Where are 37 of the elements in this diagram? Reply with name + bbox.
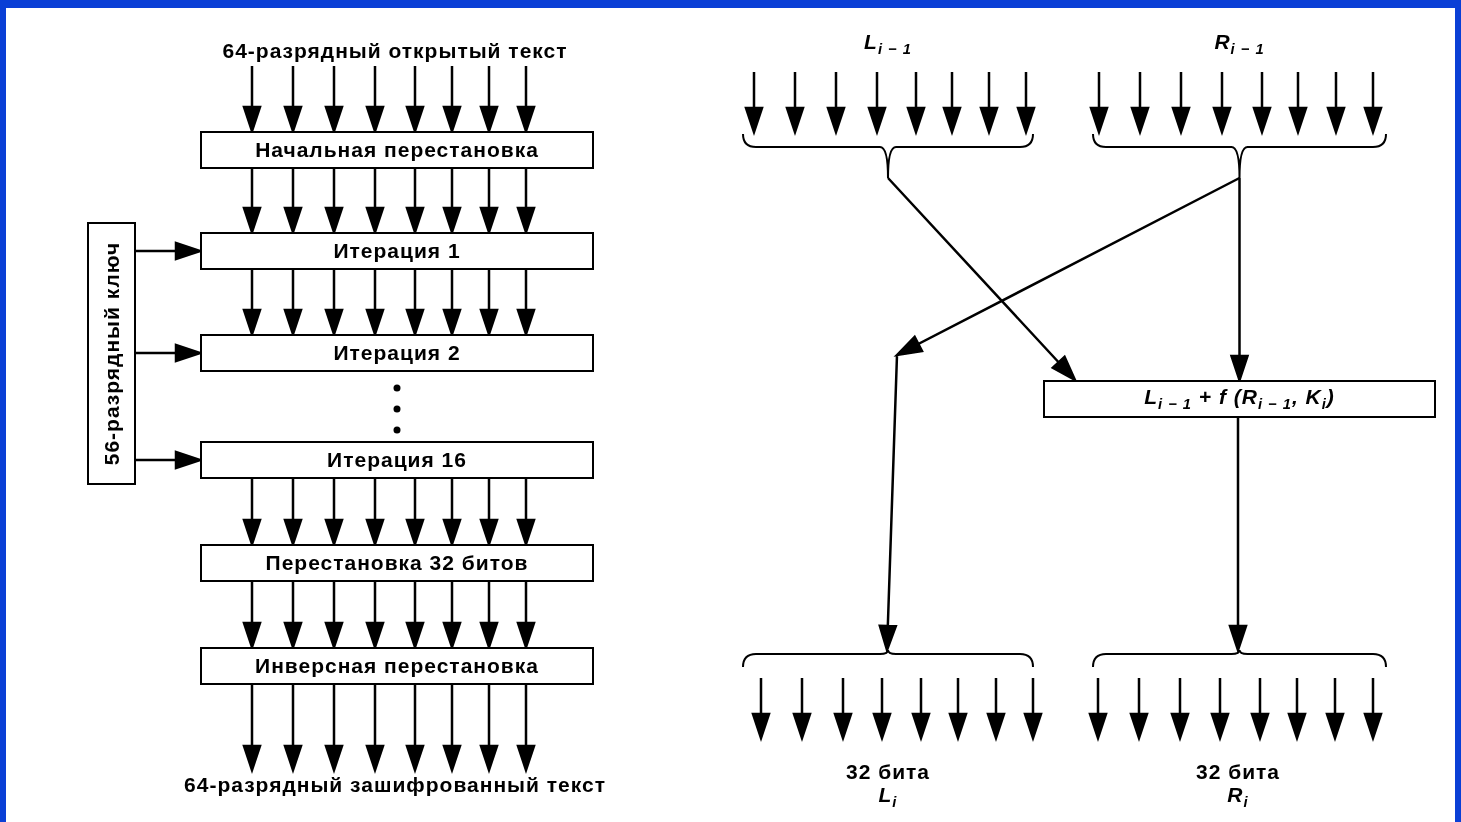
box-label: L$_{i − 1}$ + f (R$_{i − 1}$, K$_{i}$) (1144, 385, 1335, 413)
box-label: Начальная перестановка (255, 138, 539, 162)
text-label: R$_{i}$ (1227, 782, 1249, 810)
box-label: Инверсная перестановка (255, 654, 539, 678)
process-box (200, 544, 594, 582)
process-box (200, 441, 594, 479)
text-label: L$_{i − 1}$ (864, 30, 912, 58)
box-label: 56-разрядный ключ (99, 241, 124, 466)
arrow (878, 176, 1241, 652)
arrow (1229, 176, 1249, 382)
text-label: 64-разрядный зашифрованный текст (184, 773, 606, 797)
arrow-bundle (242, 64, 536, 133)
text-label: 32 бита (1195, 759, 1280, 783)
box-label: Итерация 2 (333, 341, 461, 365)
arrow (134, 450, 202, 470)
box-label: Итерация 16 (327, 448, 467, 472)
process-box (200, 131, 594, 169)
arrow (134, 241, 202, 261)
text-label: 32 бита (845, 759, 930, 783)
arrow-bundle (242, 683, 536, 772)
text-label: R$_{i − 1}$ (1214, 30, 1265, 58)
text-label: 64-разрядный открытый текст (222, 39, 568, 63)
arrow (1228, 416, 1248, 652)
process-box (87, 222, 136, 485)
text-label: L$_{i}$ (878, 782, 898, 810)
arrow-bundle (242, 580, 536, 649)
arrow-bundle (242, 167, 536, 234)
arrow-bundle (242, 477, 536, 546)
process-box (200, 232, 594, 270)
process-box (200, 334, 594, 372)
box-label: Перестановка 32 битов (265, 551, 529, 575)
arrow (134, 343, 202, 363)
process-box (200, 647, 594, 685)
process-box (1043, 380, 1436, 418)
arrow-bundle (242, 268, 536, 336)
box-label: Итерация 1 (333, 239, 461, 263)
arrow (886, 176, 1077, 382)
